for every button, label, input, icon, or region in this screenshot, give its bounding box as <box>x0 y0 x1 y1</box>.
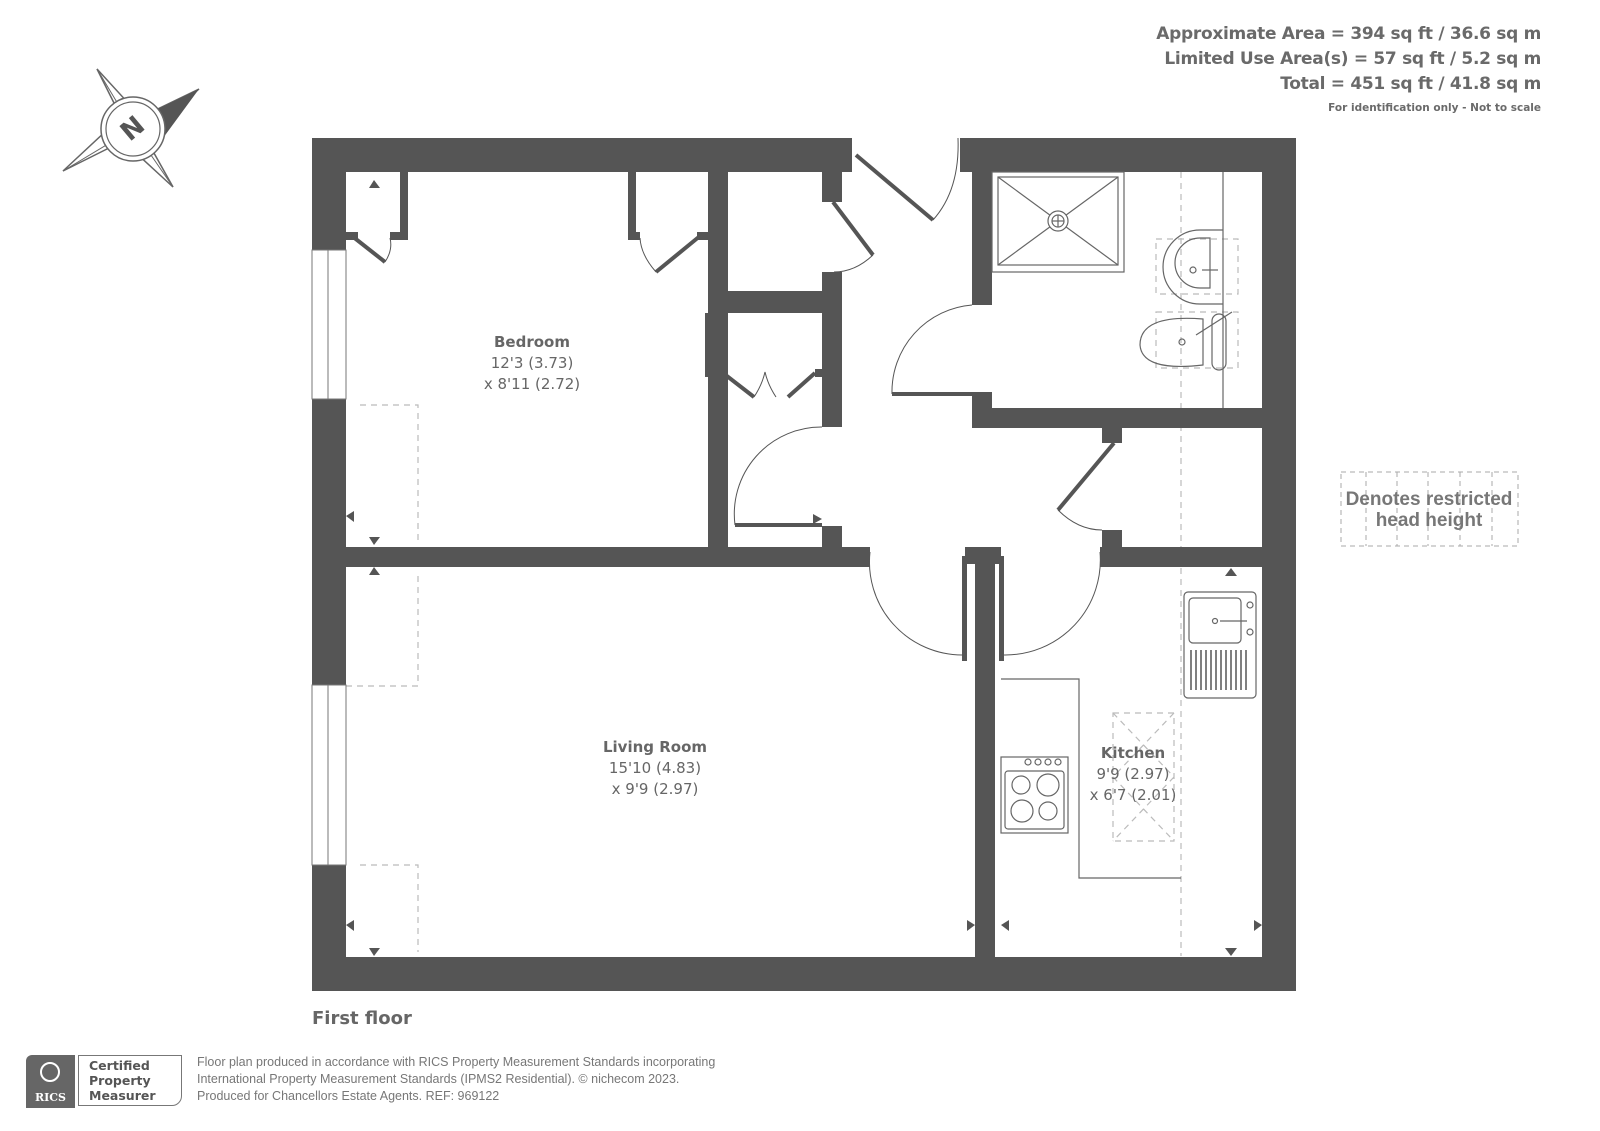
limited-use-area: Limited Use Area(s) = 57 sq ft / 5.2 sq … <box>1164 49 1541 69</box>
bedroom-dimension-1: 12'3 (3.73) <box>491 354 574 372</box>
toilet <box>1139 311 1233 371</box>
kitchen-dimension-2: x 6'7 (2.01) <box>1090 786 1177 804</box>
restricted-height-legend: Denotes restricted head height <box>1340 471 1519 547</box>
area-summary: Approximate Area = 394 sq ft / 36.6 sq m… <box>1156 22 1541 118</box>
certified-measurer-label: Certified Property Measurer <box>78 1055 182 1106</box>
windows <box>311 249 347 866</box>
bedroom-dimension-2: x 8'11 (2.72) <box>484 375 580 393</box>
footer-line-1: Floor plan produced in accordance with R… <box>197 1055 716 1069</box>
rics-certification-badge: RICS Certified Property Measurer <box>26 1055 186 1108</box>
scale-disclaimer: For identification only - Not to scale <box>1328 102 1541 114</box>
footer-line-3: Produced for Chancellors Estate Agents. … <box>197 1089 500 1103</box>
kitchen-sink <box>1183 591 1257 699</box>
basin <box>1162 172 1224 408</box>
shower-tray <box>991 171 1125 273</box>
measurement-markers <box>346 180 1262 956</box>
walls <box>312 138 1296 991</box>
footer-disclaimer: Floor plan produced in accordance with R… <box>197 1054 715 1105</box>
kitchen-worktop <box>1001 678 1181 879</box>
rics-logo: RICS <box>26 1055 75 1108</box>
room-kitchen: Kitchen 9'9 (2.97) x 6'7 (2.01) <box>1090 744 1177 804</box>
legend-label-line2: head height <box>1376 510 1483 531</box>
badge-line-2: Property <box>89 1073 151 1088</box>
badge-line-1: Certified <box>89 1058 150 1073</box>
floor-label: First floor <box>312 1008 412 1029</box>
kitchen-dimension-1: 9'9 (2.97) <box>1096 765 1169 783</box>
hob <box>1000 756 1069 834</box>
room-living-room: Living Room 15'10 (4.83) x 9'9 (2.97) <box>603 738 707 798</box>
badge-line-3: Measurer <box>89 1088 156 1103</box>
doors <box>350 137 1116 656</box>
living-room-dimension-2: x 9'9 (2.97) <box>612 780 699 798</box>
room-bedroom: Bedroom 12'3 (3.73) x 8'11 (2.72) <box>484 333 580 393</box>
north-compass-icon: N <box>62 68 200 188</box>
approximate-area: Approximate Area = 394 sq ft / 36.6 sq m <box>1156 24 1541 44</box>
kitchen-name: Kitchen <box>1101 744 1165 762</box>
total-area: Total = 451 sq ft / 41.8 sq m <box>1280 74 1541 94</box>
legend-label-line1: Denotes restricted <box>1346 489 1513 510</box>
footer-line-2: International Property Measurement Stand… <box>197 1072 680 1086</box>
restricted-height-zones <box>346 172 1239 956</box>
living-room-dimension-1: 15'10 (4.83) <box>609 759 701 777</box>
lion-emblem-icon <box>40 1062 60 1082</box>
rics-logo-text: RICS <box>35 1091 66 1104</box>
bedroom-name: Bedroom <box>494 333 570 351</box>
living-room-name: Living Room <box>603 738 707 756</box>
